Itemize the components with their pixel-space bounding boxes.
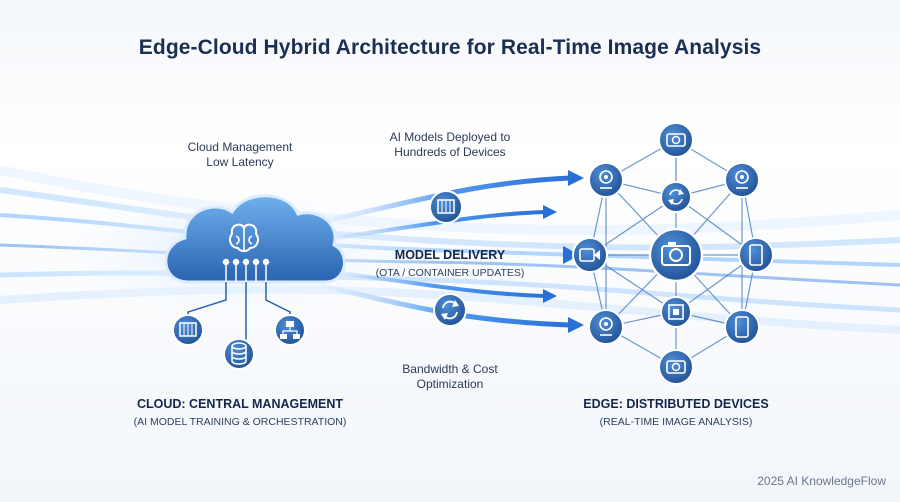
edge-webcam-icon-bottom <box>588 309 624 345</box>
cloud-note-2: Low Latency <box>206 155 274 169</box>
middle-top-note-1: AI Models Deployed to <box>389 130 511 144</box>
page-title: Edge-Cloud Hybrid Architecture for Real-… <box>138 36 762 59</box>
footer-credit: 2025 AI KnowledgeFlow <box>757 474 886 488</box>
edge-webcam-icon-right <box>724 162 760 198</box>
cloud-notes: Cloud Management Low Latency <box>160 140 320 170</box>
middle-bottom-note-1: Bandwidth & Cost <box>402 362 498 376</box>
middle-top-note-2: Hundreds of Devices <box>394 145 506 159</box>
edge-camera-icon-center <box>648 227 704 283</box>
cloud-sublabel: (AI MODEL TRAINING & ORCHESTRATION) <box>133 416 347 428</box>
cloud-connectors <box>222 258 270 282</box>
edge-camera-icon-top <box>658 122 694 158</box>
cloud-note-1: Cloud Management <box>187 140 293 154</box>
middle-bottom-notes: Bandwidth & Cost Optimization <box>360 362 540 392</box>
cloud-label: CLOUD: CENTRAL MANAGEMENT <box>136 397 343 411</box>
middle-bottom-note-2: Optimization <box>416 377 484 391</box>
edge-label: EDGE: DISTRIBUTED DEVICES <box>583 397 769 411</box>
edge-refresh-icon <box>660 181 692 213</box>
edge-camera-icon-bottom <box>658 349 694 385</box>
model-delivery-label-block: MODEL DELIVERY (OTA / CONTAINER UPDATES) <box>360 248 540 281</box>
cloud-label-block: CLOUD: CENTRAL MANAGEMENT (AI MODEL TRAI… <box>120 397 360 430</box>
brain-icon <box>229 223 259 252</box>
database-icon <box>223 338 255 370</box>
edge-webcam-icon-left <box>588 162 624 198</box>
middle-top-notes: AI Models Deployed to Hundreds of Device… <box>360 130 540 160</box>
middle-container-icon <box>429 190 463 224</box>
model-delivery-sublabel: (OTA / CONTAINER UPDATES) <box>375 267 525 279</box>
edge-smartphone-icon-bottom <box>724 309 760 345</box>
edge-chip-icon <box>660 296 692 328</box>
edge-video-camera-icon <box>572 237 608 273</box>
model-delivery-label: MODEL DELIVERY <box>394 248 506 262</box>
middle-refresh-icon <box>433 293 467 327</box>
edge-smartphone-icon-right <box>738 237 774 273</box>
edge-label-block: EDGE: DISTRIBUTED DEVICES (REAL-TIME IMA… <box>566 397 786 430</box>
edge-sublabel: (REAL-TIME IMAGE ANALYSIS) <box>599 416 753 428</box>
container-icon <box>172 314 204 346</box>
network-icon <box>274 314 306 346</box>
cloud-shape <box>164 194 346 284</box>
